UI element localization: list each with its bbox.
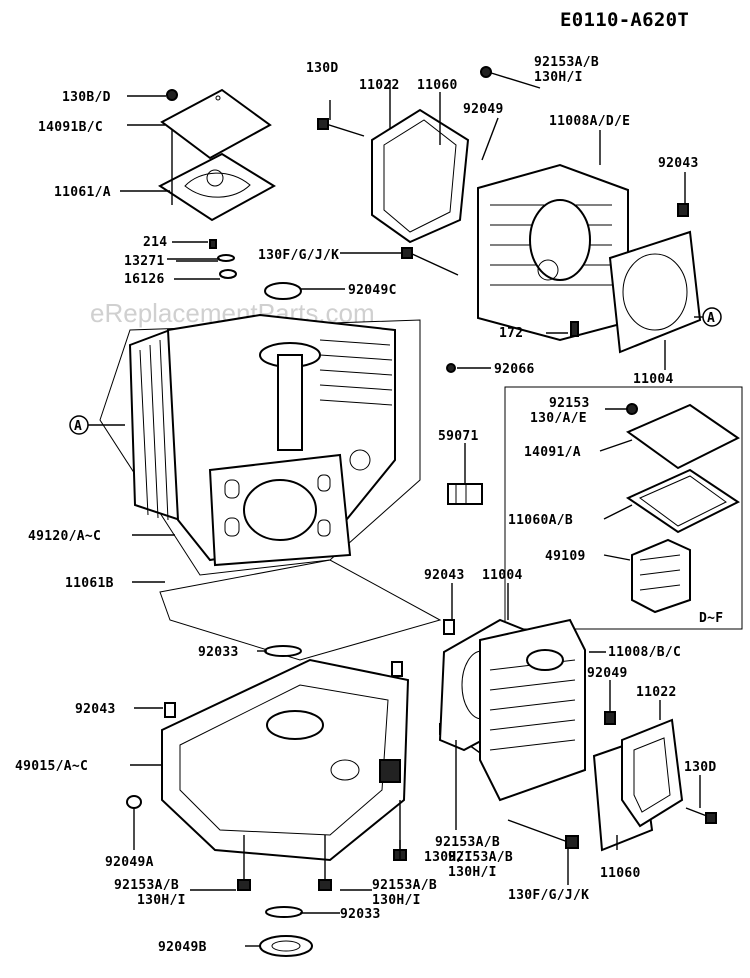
label-92049c: 92049C	[348, 283, 397, 298]
bolt-130f-bot	[507, 819, 579, 849]
label-14091b: 14091B/C	[38, 120, 103, 135]
label-11008b: 11008/B/C	[608, 645, 681, 660]
label-92049-top: 92049	[463, 102, 504, 117]
label-11060-bot: 11060	[600, 866, 641, 881]
label-11061a: 11061/A	[54, 185, 111, 200]
gasket-14091b	[160, 88, 272, 160]
label-92043-top: 92043	[658, 156, 699, 171]
label-92049b: 92049B	[158, 940, 207, 955]
label-49120: 49120/A~C	[28, 529, 101, 544]
label-92043-mid: 92043	[424, 568, 465, 583]
label-130ae: 130/A/E	[530, 411, 587, 426]
filter-49109	[631, 538, 691, 614]
callout-a-left: A	[69, 415, 125, 435]
valve-59071	[447, 483, 483, 505]
label-92153-c1: 92153A/B	[435, 835, 500, 850]
inset-box	[504, 386, 743, 630]
label-16126: 16126	[124, 272, 165, 287]
bolt-130b	[166, 89, 178, 101]
dowel-oilpan	[391, 661, 403, 677]
plug-92066	[446, 363, 456, 373]
label-11060-top: 11060	[417, 78, 458, 93]
label-49015: 49015/A~C	[15, 759, 88, 774]
label-130h-top: 130H/I	[534, 70, 583, 85]
label-92153-bl: 92153A/B	[114, 878, 179, 893]
seal-92049c	[264, 282, 302, 300]
seal-92049a	[126, 795, 142, 809]
cover-11022-bot	[621, 718, 684, 828]
gasket-11004-top	[608, 230, 702, 354]
bolt-130d-bot	[685, 807, 717, 824]
label-130d-bot: 130D	[684, 760, 717, 775]
label-92153-inset: 92153	[549, 396, 590, 411]
label-130b: 130B/D	[62, 90, 111, 105]
small-parts-214	[209, 239, 237, 279]
label-59071: 59071	[438, 429, 479, 444]
oring-92033-bot	[265, 906, 303, 918]
label-92066: 92066	[494, 362, 535, 377]
label-inset-note: D~F	[699, 611, 723, 626]
label-92049-mid: 92049	[587, 666, 628, 681]
label-172: 172	[499, 326, 523, 341]
svg-text:A: A	[707, 311, 715, 326]
label-11004-mid: 11004	[482, 568, 523, 583]
label-214: 214	[143, 235, 167, 250]
gasket-11061a	[158, 152, 276, 222]
bolt-130d-top	[317, 118, 365, 137]
label-130h-bm: 130H/I	[372, 893, 421, 908]
gasket-11061b	[159, 559, 442, 661]
label-92043-left: 92043	[75, 702, 116, 717]
bolt-130f-top	[401, 247, 459, 276]
callout-a-right: A	[694, 307, 722, 327]
dowel-92043-left	[164, 702, 176, 718]
oil-pan-49015	[161, 658, 410, 862]
label-92033-bot: 92033	[340, 907, 381, 922]
label-130h-c2: 130H/I	[448, 865, 497, 880]
label-11008a: 11008A/D/E	[549, 114, 630, 129]
label-92153-c2: 92153A/B	[448, 850, 513, 865]
label-92153-bm: 92153A/B	[372, 878, 437, 893]
bolt-92153-bl	[237, 835, 251, 891]
bolt-92153-inset	[626, 403, 638, 415]
label-11022-bot: 11022	[636, 685, 677, 700]
dowel-92043-mid	[443, 619, 455, 635]
label-11004-top: 11004	[633, 372, 674, 387]
labels: 130B/D 14091B/C 11061/A 214 13271 16126 …	[15, 55, 723, 955]
label-11061b: 11061B	[65, 576, 114, 591]
nut-92043-top	[677, 203, 689, 217]
bolt-92153-top	[480, 66, 541, 89]
label-130h-bl: 130H/I	[137, 893, 186, 908]
gasket-11060ab	[625, 468, 740, 534]
crankcase-49120	[99, 313, 421, 576]
label-92033-top: 92033	[198, 645, 239, 660]
pin-172	[570, 321, 579, 337]
label-130d-top: 130D	[306, 61, 339, 76]
label-130f-top: 130F/G/J/K	[258, 248, 339, 263]
label-13271: 13271	[124, 254, 165, 269]
seal-92049b	[259, 935, 313, 957]
cover-11022-top	[371, 108, 470, 244]
svg-text:A: A	[74, 419, 82, 434]
oring-92033-top	[264, 645, 302, 657]
label-14091a: 14091/A	[524, 445, 581, 460]
label-49109: 49109	[545, 549, 586, 564]
label-130f-bot: 130F/G/J/K	[508, 888, 589, 903]
diagram-code: E0110-A620T	[560, 9, 689, 31]
cover-14091a	[625, 403, 740, 470]
label-11060ab: 11060A/B	[508, 513, 573, 528]
bolt-92153-bm	[318, 835, 332, 891]
label-92049a: 92049A	[105, 855, 154, 870]
seal-92049-mid	[604, 711, 616, 725]
leader-lines	[120, 80, 701, 947]
head-11008b	[479, 618, 586, 802]
head-11008a	[477, 163, 629, 342]
label-130h-c1: 130H/I	[424, 850, 473, 865]
label-92153-top: 92153A/B	[534, 55, 599, 70]
label-11022-top: 11022	[359, 78, 400, 93]
